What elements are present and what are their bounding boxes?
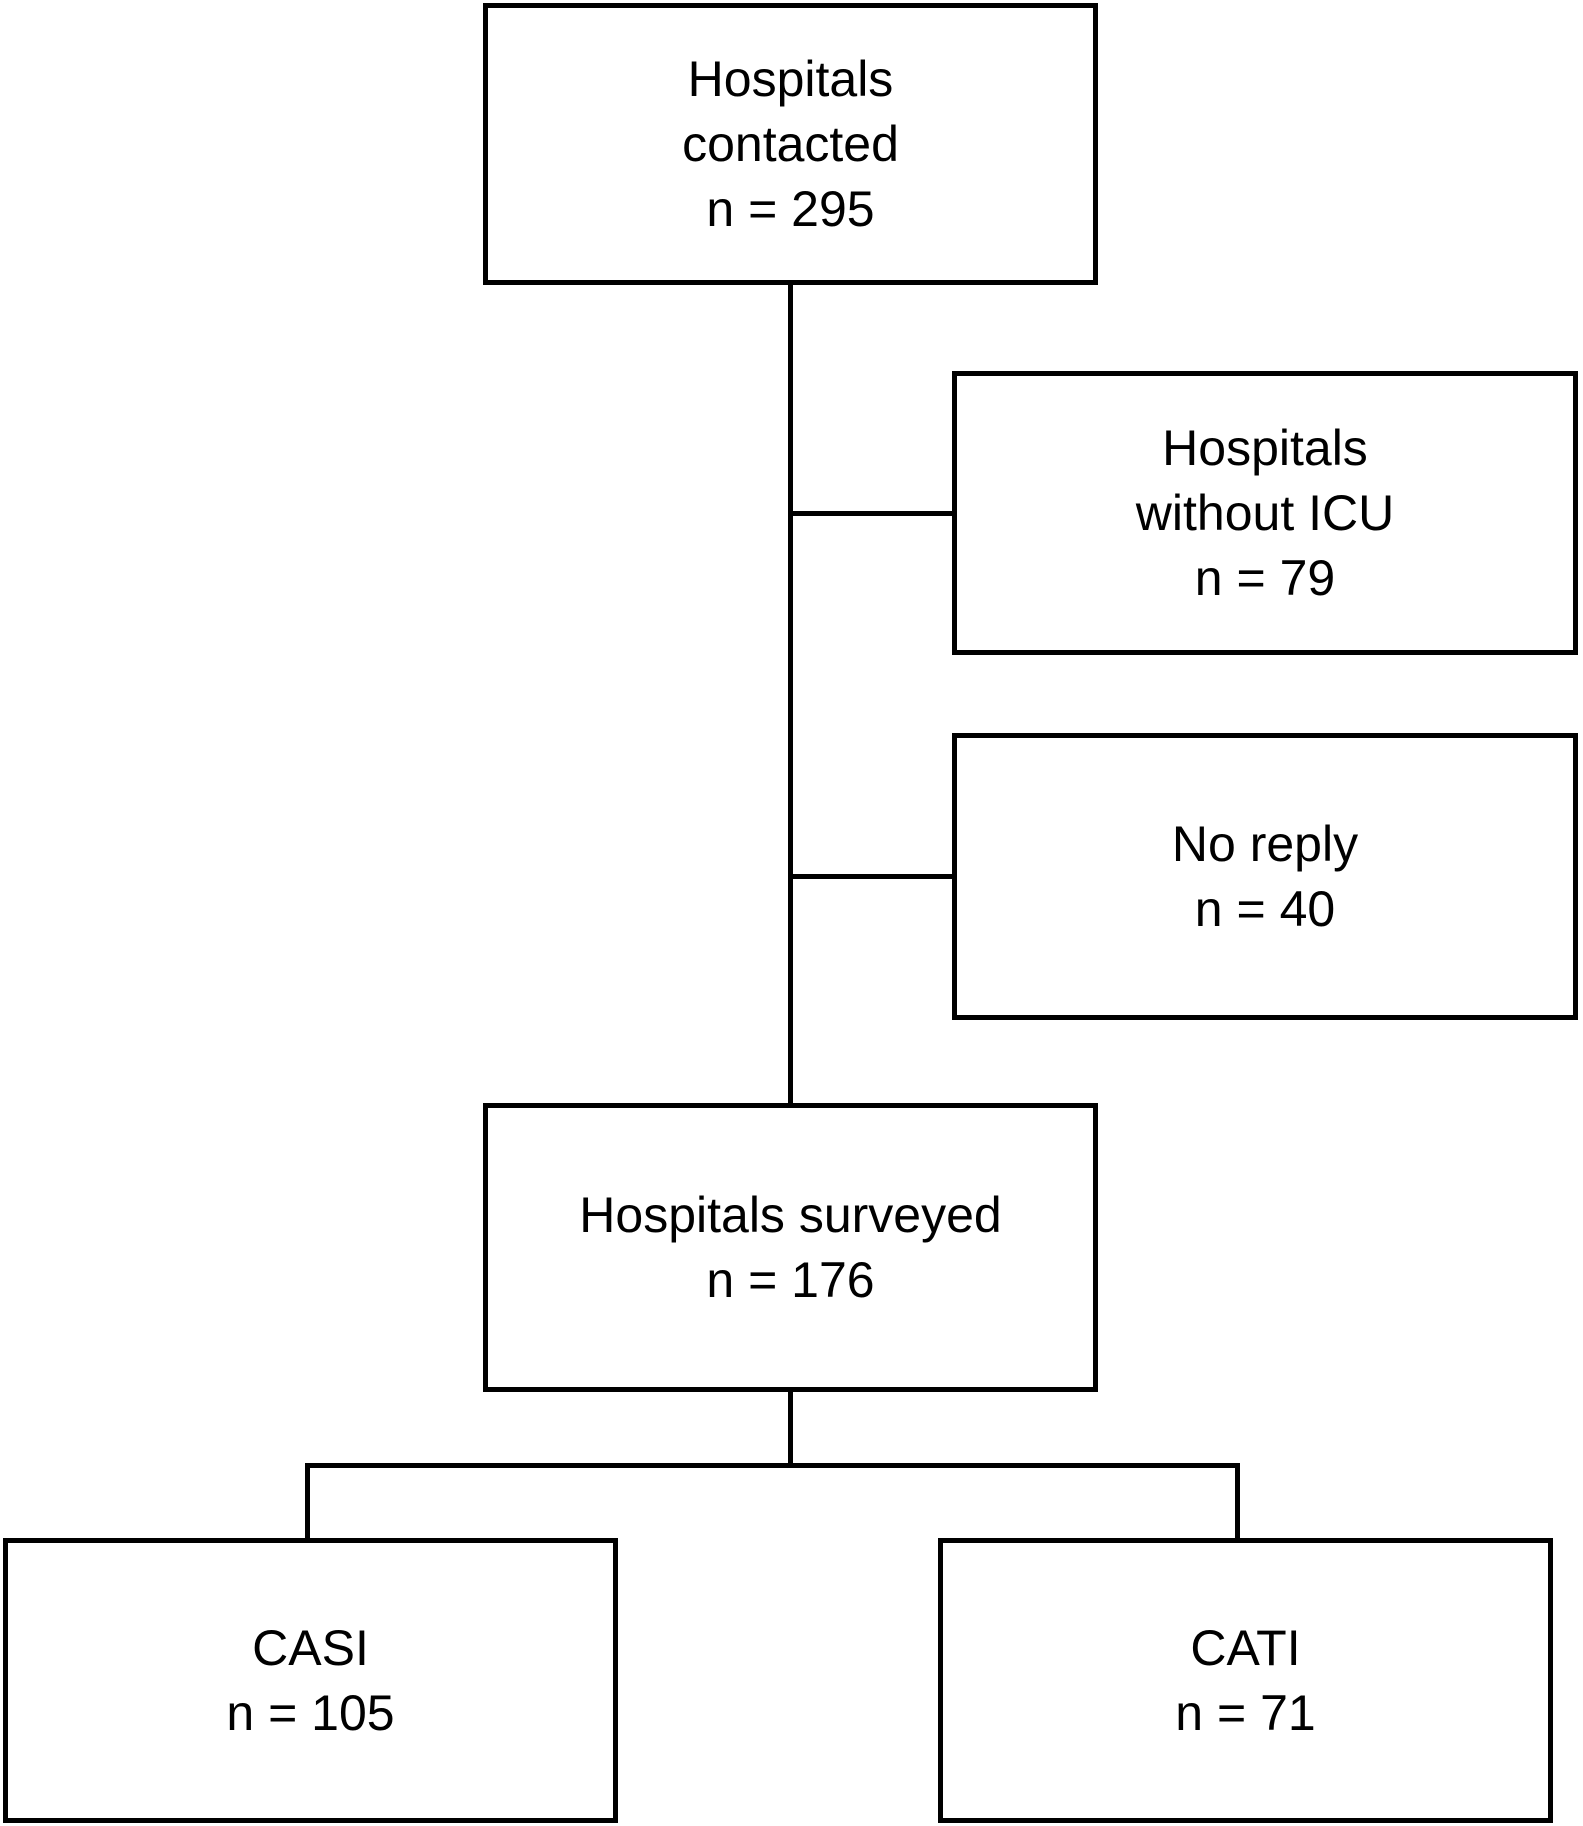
node-count-line: n = 295 [706,180,875,237]
node-count-line: n = 79 [1194,549,1336,606]
node-hospitals-surveyed: Hospitals surveyed n = 176 [483,1103,1098,1392]
connector-surveyed-drop [788,1390,793,1468]
node-label-line: without ICU [1135,484,1395,541]
node-label-line: contacted [682,115,899,172]
node-hospitals-without-icu: Hospitals without ICU n = 79 [952,371,1578,655]
node-label-line: CASI [252,1619,369,1676]
node-label-line: Hospitals [687,50,894,107]
connector-drop-to-cati [1235,1463,1240,1541]
node-label-line: No reply [1171,815,1359,872]
node-cati: CATI n = 71 [938,1538,1553,1823]
connector-drop-to-casi [305,1463,310,1541]
connector-branch-no-reply [790,874,955,879]
node-no-reply: No reply n = 40 [952,733,1578,1020]
node-count-line: n = 40 [1194,880,1336,937]
connector-split-bar [305,1463,1240,1468]
node-casi: CASI n = 105 [3,1538,618,1823]
node-label-line: Hospitals [1162,419,1368,476]
node-label-line: Hospitals surveyed [579,1186,1002,1243]
connector-branch-without-icu [790,511,955,516]
node-hospitals-contacted: Hospitals contacted n = 295 [483,3,1098,285]
connector-contacted-to-surveyed [788,283,793,1105]
node-count-line: n = 71 [1175,1684,1316,1741]
node-count-line: n = 105 [226,1684,395,1741]
node-label-line: CATI [1190,1619,1301,1676]
node-count-line: n = 176 [706,1251,875,1308]
